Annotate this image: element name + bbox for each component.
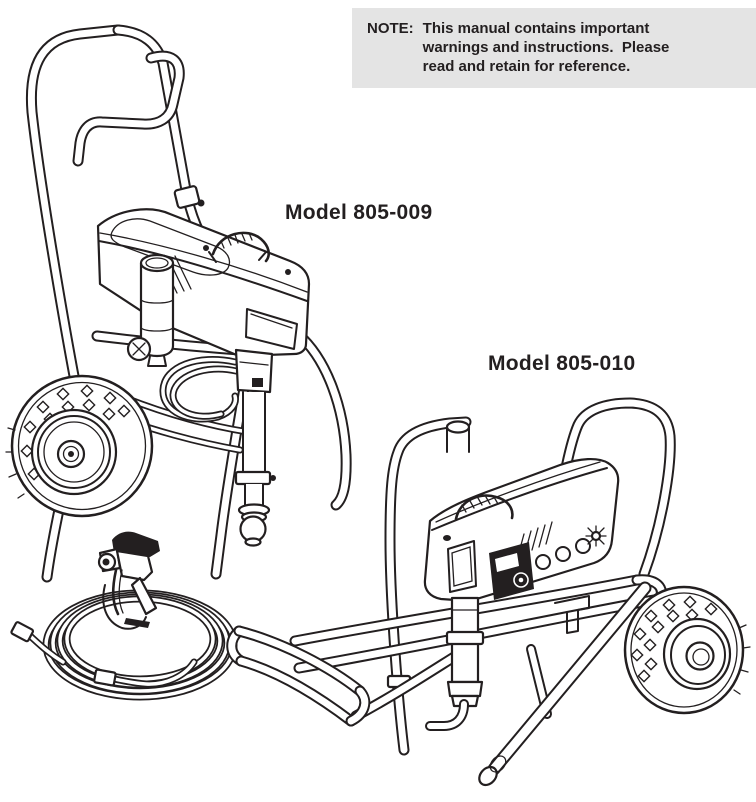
frame-post-cap bbox=[445, 420, 471, 434]
hiboy-sprayer-illustration bbox=[5, 30, 346, 577]
note-line: read and retain for reference. bbox=[422, 58, 631, 75]
model-805-009-label: Model 805-009 bbox=[285, 201, 433, 224]
lowboy-motor-housing bbox=[423, 458, 620, 603]
tire-tread bbox=[630, 595, 718, 683]
note-text: This manual contains important warnings … bbox=[423, 19, 670, 88]
model-805-010-label: Model 805-010 bbox=[488, 352, 636, 375]
display bbox=[495, 553, 519, 572]
lowboy-cart-frame bbox=[232, 403, 671, 750]
siphon-tube bbox=[478, 588, 645, 787]
housing-body bbox=[423, 458, 620, 603]
note-box: NOTE: This manual contains important war… bbox=[352, 8, 756, 88]
pressure-filter-cylinder bbox=[126, 253, 175, 367]
housing-body bbox=[96, 208, 311, 358]
hiboy-cart-frame bbox=[31, 30, 346, 577]
front-panel-window bbox=[447, 540, 477, 593]
note-line: warnings and instructions. Please bbox=[422, 39, 670, 56]
spray-gun-hose-illustration bbox=[10, 531, 234, 697]
note-line: This manual contains important bbox=[422, 20, 650, 37]
pump-clamp bbox=[234, 470, 272, 486]
gun-top-bar bbox=[112, 531, 160, 557]
lowboy-wheel bbox=[623, 585, 751, 715]
hose-fitting bbox=[93, 668, 117, 687]
handle-clamp bbox=[173, 185, 201, 209]
fan-starburst bbox=[585, 525, 607, 547]
spray-gun bbox=[97, 531, 160, 630]
pump-clamp bbox=[445, 630, 485, 646]
control-window bbox=[245, 308, 298, 350]
carry-handle bbox=[208, 231, 271, 263]
gun-trigger bbox=[111, 568, 120, 616]
lowboy-pump-assembly bbox=[430, 596, 485, 726]
carry-handle bbox=[454, 494, 514, 521]
hose-fitting bbox=[10, 621, 35, 643]
gun-grip bbox=[130, 576, 158, 616]
hiboy-wheel bbox=[5, 374, 154, 518]
pail-hook bbox=[554, 595, 590, 634]
hose-coil bbox=[10, 593, 234, 697]
housing-lid bbox=[110, 218, 231, 276]
lowboy-sprayer-illustration bbox=[232, 403, 751, 787]
hiboy-pump-assembly bbox=[163, 348, 276, 547]
control-panel bbox=[489, 542, 534, 600]
hiboy-motor-housing bbox=[96, 208, 311, 358]
gun-body bbox=[115, 549, 154, 582]
note-label: NOTE: bbox=[367, 20, 414, 37]
